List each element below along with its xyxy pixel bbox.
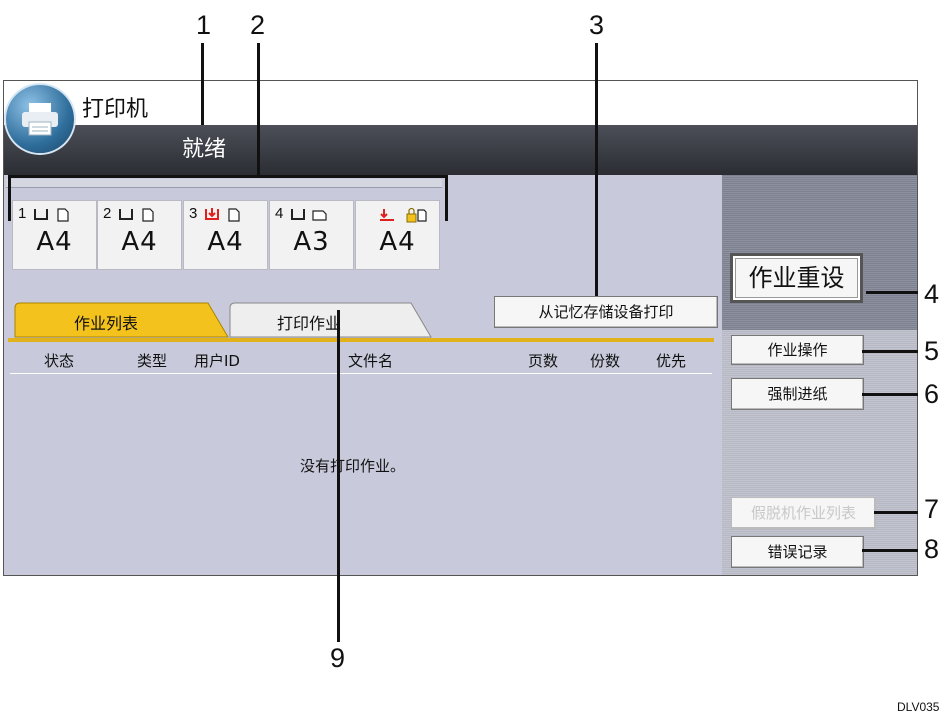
callout-4: 4 (924, 279, 940, 309)
status-bar: 就绪 (4, 125, 917, 175)
tray-1[interactable]: 1 A4 (12, 200, 97, 270)
print-from-memory-button[interactable]: 从记忆存储设备打印 (494, 296, 718, 328)
tray-number: 1 (18, 205, 27, 222)
column-pages: 页数 (528, 352, 559, 370)
tab-job-list[interactable]: 作业列表 (14, 302, 229, 338)
leader-line-1 (201, 43, 204, 125)
column-copies: 份数 (590, 352, 621, 370)
tray-icon (291, 209, 327, 221)
callout-5: 5 (924, 336, 940, 366)
status-text: 就绪 (182, 137, 227, 162)
printer-app-icon (6, 85, 74, 153)
tab-label: 作业列表 (74, 314, 139, 333)
column-user-id: 用户ID (194, 352, 240, 370)
callout-6: 6 (924, 379, 940, 409)
leader-line-9 (337, 310, 340, 642)
column-type: 类型 (137, 352, 168, 370)
column-priority: 优先 (656, 352, 687, 370)
suspended-job-list-button[interactable]: 假脱机作业列表 (731, 497, 876, 529)
leader-line-8 (862, 549, 918, 552)
leader-line-4 (866, 291, 918, 294)
tray-icon (119, 208, 154, 222)
bracket-2-left (8, 175, 11, 221)
leader-line-2 (257, 43, 260, 177)
tray-number: 3 (189, 205, 198, 222)
tray-3[interactable]: 3 A4 (183, 200, 268, 270)
paper-size: A3 (293, 227, 330, 257)
callout-7: 7 (924, 494, 940, 524)
job-reset-button[interactable]: 作业重设 (730, 253, 863, 303)
app-title: 打印机 (82, 97, 149, 122)
tray-icon (34, 208, 69, 222)
callout-9: 9 (330, 643, 346, 673)
form-feed-button[interactable]: 强制进纸 (731, 378, 864, 410)
printer-icon (22, 103, 58, 136)
callout-2: 2 (250, 10, 266, 40)
paper-size: A4 (121, 227, 158, 257)
figure-code: DLV035 (897, 700, 940, 714)
leader-line-6 (862, 393, 918, 396)
leader-line-7 (874, 511, 918, 514)
error-log-button[interactable]: 错误记录 (731, 536, 864, 568)
tray-2[interactable]: 2 A4 (97, 200, 182, 270)
bracket-2-right (445, 175, 448, 221)
leader-line-3 (595, 43, 598, 296)
job-operation-button[interactable]: 作业操作 (731, 335, 864, 365)
tray-number: 2 (103, 205, 112, 222)
empty-job-message: 没有打印作业。 (300, 457, 406, 475)
callout-8: 8 (924, 534, 940, 564)
tab-print-jobs[interactable]: 打印作业 (229, 302, 432, 338)
leader-line-5 (862, 350, 918, 353)
tray-number: 4 (275, 205, 284, 222)
callout-1: 1 (196, 10, 212, 40)
tray-strip (6, 179, 442, 188)
paper-size: A4 (36, 227, 73, 257)
paper-size: A4 (379, 227, 416, 257)
tab-label: 打印作业 (277, 314, 342, 333)
tab-underline (8, 338, 714, 342)
paper-size: A4 (207, 227, 244, 257)
header-divider (10, 373, 712, 374)
bypass-tray-icon (380, 207, 427, 223)
callout-3: 3 (589, 10, 605, 40)
column-file-name: 文件名 (348, 352, 394, 370)
tray-4[interactable]: 4 A3 (269, 200, 354, 270)
column-status: 状态 (44, 352, 75, 370)
bypass-tray[interactable]: A4 (355, 200, 440, 270)
bracket-2-top (8, 175, 448, 178)
tray-icon-paper-low (205, 208, 240, 222)
title-bar: 打印机 (4, 81, 917, 125)
